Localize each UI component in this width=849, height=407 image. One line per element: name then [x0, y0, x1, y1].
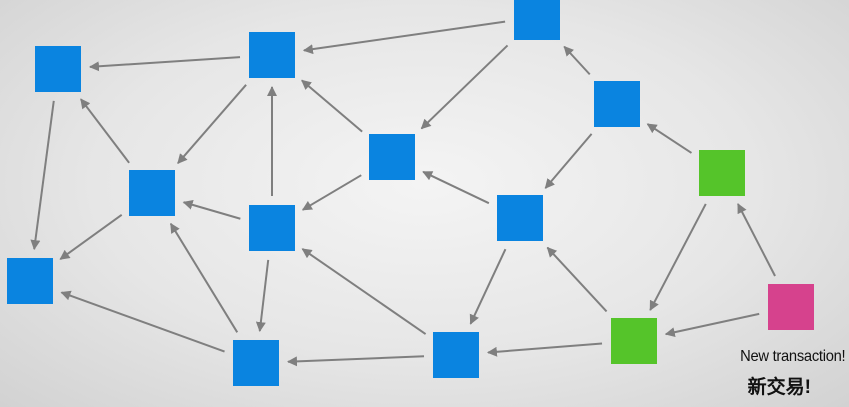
edge-arrow: [169, 222, 239, 333]
transaction-node: [129, 170, 175, 216]
edge-arrow: [80, 98, 130, 164]
transaction-node: [594, 81, 640, 127]
edge-arrow: [177, 84, 247, 164]
transaction-node: [497, 195, 543, 241]
edge-arrow: [301, 174, 362, 211]
transaction-node: [249, 32, 295, 78]
transaction-node: [35, 46, 81, 92]
edge-arrow: [182, 199, 241, 220]
edge-arrow: [59, 214, 123, 260]
transaction-node: [369, 134, 415, 180]
edge-arrow: [469, 248, 507, 325]
edge-arrow: [544, 133, 593, 189]
edge-arrow: [649, 203, 707, 311]
new-transaction-caption: New transaction!: [739, 348, 846, 365]
edge-arrow: [302, 20, 506, 55]
edge-arrow: [422, 170, 490, 205]
verifying-transaction-node: [611, 318, 657, 364]
edge-arrow: [30, 100, 55, 251]
transaction-node: [233, 340, 279, 386]
edge-arrow: [664, 312, 760, 338]
new-transaction-node: [768, 284, 814, 330]
transaction-node: [249, 205, 295, 251]
edge-arrow: [646, 123, 693, 154]
edge-arrow: [255, 259, 270, 333]
transaction-node: [433, 332, 479, 378]
edge-arrow: [301, 248, 427, 335]
edge-arrow: [546, 246, 608, 313]
verifying-transaction-node: [699, 150, 745, 196]
edge-arrow: [486, 342, 603, 357]
transaction-node: [514, 0, 560, 40]
edge-arrow: [60, 290, 225, 353]
edge-arrow: [301, 79, 363, 133]
edge-arrow: [563, 45, 591, 76]
transaction-node: [7, 258, 53, 304]
edge-arrow: [737, 203, 776, 277]
edge-arrow: [420, 44, 509, 130]
edge-arrow: [286, 355, 425, 367]
edge-arrow: [88, 56, 241, 72]
new-transaction-caption-chinese: 新交易!: [747, 377, 811, 398]
